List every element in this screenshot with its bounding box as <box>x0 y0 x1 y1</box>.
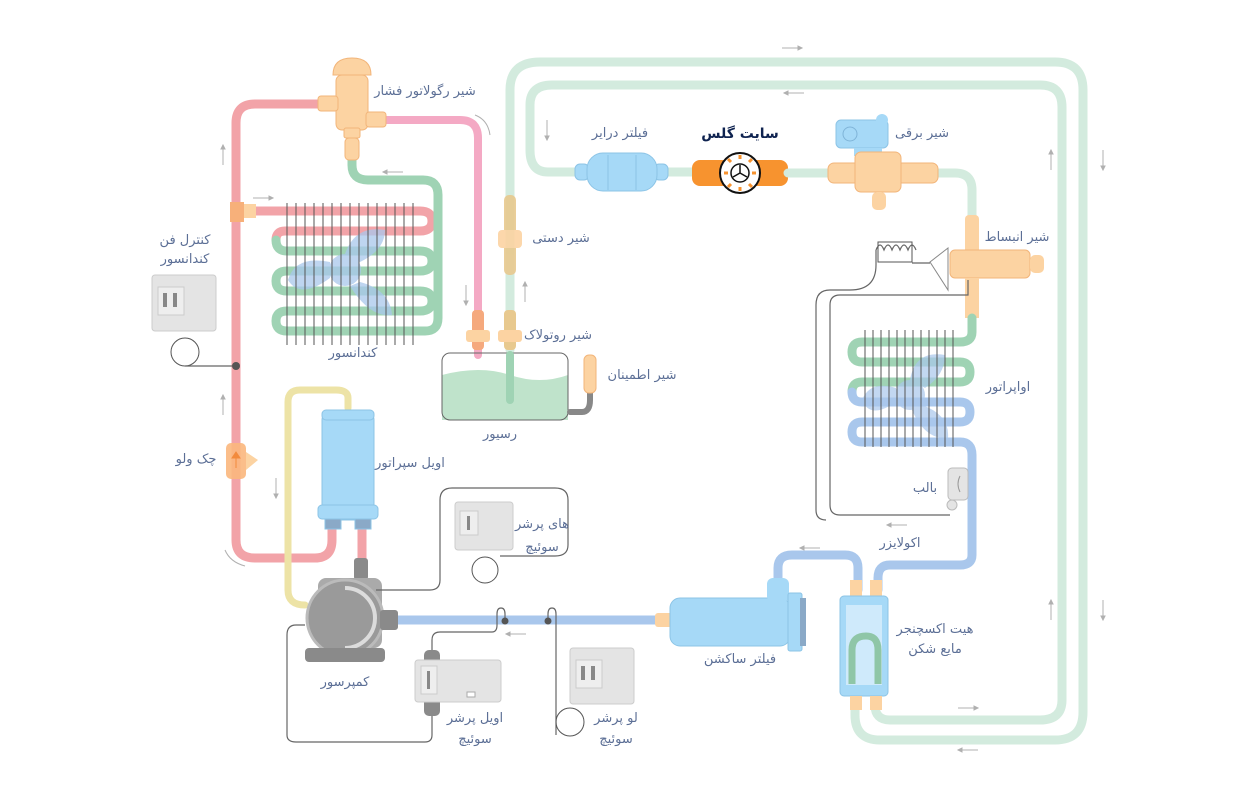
high-pressure-switch-wire <box>376 487 569 591</box>
sight-glass-icon <box>692 152 788 194</box>
arrow-left <box>885 522 907 528</box>
arrow-up <box>220 143 226 165</box>
rotolock-valve-icon <box>466 310 522 350</box>
compressor-label: کمپرسور <box>320 675 370 690</box>
filter-drier-icon <box>574 152 669 192</box>
arrow-right <box>253 195 275 201</box>
filter-drier-label: فیلتر درایر <box>591 126 649 141</box>
arrow-left <box>782 90 804 96</box>
evaporator-tube-blue <box>847 387 977 595</box>
liquid-pipe <box>783 168 977 225</box>
arrow-curved <box>224 549 246 567</box>
low-pressure-switch-label-line1: لو پرشر <box>594 711 638 726</box>
liquid-pipe-inner <box>525 80 1067 725</box>
capillary-coil <box>815 244 930 521</box>
equalizer-line <box>829 280 969 516</box>
arrow-left <box>504 631 526 637</box>
oil-pressure-switch-label-line2: سوئیچ <box>458 732 492 747</box>
low-pressure-switch-icon <box>555 647 635 737</box>
sight-glass-label: سایت گلس <box>701 126 779 142</box>
equalizer-label: اکولایزر <box>879 536 921 551</box>
condenser-fan-icon <box>288 229 392 316</box>
oil-separator-label: اویل سپراتور <box>375 456 445 471</box>
oil-pressure-switch-wire <box>286 607 506 743</box>
condenser-label: کندانسور <box>328 346 378 361</box>
low-pressure-switch-label-line2: سوئیچ <box>599 732 633 747</box>
evaporator-coil <box>847 313 977 595</box>
arrow-up <box>522 280 528 302</box>
compressor-icon <box>305 558 398 662</box>
tap-point <box>501 617 509 625</box>
arrow-down <box>544 120 550 142</box>
arrow-down <box>273 478 279 500</box>
suction-filter-icon <box>655 578 806 652</box>
suction-filter-label: فیلتر ساکشن <box>703 652 777 667</box>
arrow-left <box>798 545 820 551</box>
capillary-coil-loop <box>877 241 913 263</box>
manual-valve-icon <box>498 195 522 275</box>
arrow-down <box>1100 600 1106 622</box>
hot-gas-bypass-pipe <box>381 116 482 359</box>
safety-valve-hose <box>567 387 593 415</box>
evaporator-fins <box>864 330 954 447</box>
condenser-coil <box>271 150 443 345</box>
safety-valve-label: شیر اطمینان <box>607 368 677 383</box>
suction-pipe <box>773 550 863 595</box>
condenser-tube <box>271 150 443 336</box>
discharge-pipe-condenser-inlet <box>231 206 437 245</box>
manual-valve-label: شیر دستی <box>532 231 590 246</box>
arrow-up <box>220 393 226 415</box>
tap-point <box>544 617 552 625</box>
oil-separator-icon <box>317 409 379 530</box>
arrow-right <box>958 705 980 711</box>
high-pressure-switch-icon <box>454 501 514 584</box>
condenser-fins <box>286 203 414 345</box>
low-pressure-switch-wire <box>547 607 557 735</box>
bulb-label: بالب <box>912 481 938 496</box>
receiver-icon <box>441 352 569 421</box>
high-pressure-switch-label-line1: های پرشر <box>515 517 569 532</box>
liquid-line-outer-loop <box>505 57 1088 745</box>
solenoid-valve-label: شیر برقی <box>895 126 949 141</box>
evaporator-fan-icon <box>862 354 949 439</box>
flow-arrows <box>220 45 1106 753</box>
heat-exchanger-icon <box>773 550 889 710</box>
arrow-down <box>1100 150 1106 172</box>
safety-valve-icon <box>583 354 597 394</box>
oil-pressure-switch-label-line1: اویل پرشر <box>446 711 504 726</box>
arrow-left <box>381 169 403 175</box>
rotolock-valve-label: شیر روتولاک <box>523 328 593 343</box>
arrow-down <box>463 285 469 307</box>
pressure-regulator-valve-icon <box>317 57 387 161</box>
arrow-curved <box>474 114 491 136</box>
pressure-regulator-valve-label: شیر رگولاتور فشار <box>374 84 476 99</box>
expansion-valve-label: شیر انبساط <box>984 230 1050 245</box>
evaporator-label: اواپراتور <box>985 380 1031 395</box>
check-valve-label: چک ولو <box>175 452 217 467</box>
heat-exchanger-label-line2: مایع شکن <box>908 642 962 657</box>
arrow-up <box>1048 598 1054 620</box>
arrow-right <box>782 45 804 51</box>
tap-point <box>232 362 240 370</box>
heat-exchanger-label-line1: هیت اکسچنجر <box>896 622 974 637</box>
tee-fitting <box>244 204 256 218</box>
arrow-left <box>956 747 978 753</box>
oil-return-pipe <box>284 386 352 609</box>
check-valve-icon <box>226 443 258 479</box>
liquid-pipe-outer <box>505 57 1088 745</box>
oil-pressure-switch-icon <box>414 650 502 716</box>
tee-fitting <box>230 202 244 222</box>
solenoid-valve-icon <box>827 114 939 210</box>
bulb-icon <box>946 467 969 511</box>
condenser-fan-control-switch-icon <box>151 274 232 367</box>
discharge-pipe <box>231 99 337 563</box>
arrow-up <box>1048 148 1054 170</box>
condenser-fan-control-label-line1: کنترل فن <box>159 233 211 248</box>
high-pressure-switch-label-line2: سوئیچ <box>525 540 559 555</box>
condenser-fan-control-label-line2: کندانسور <box>160 252 210 267</box>
receiver-label: رسیور <box>482 427 518 442</box>
